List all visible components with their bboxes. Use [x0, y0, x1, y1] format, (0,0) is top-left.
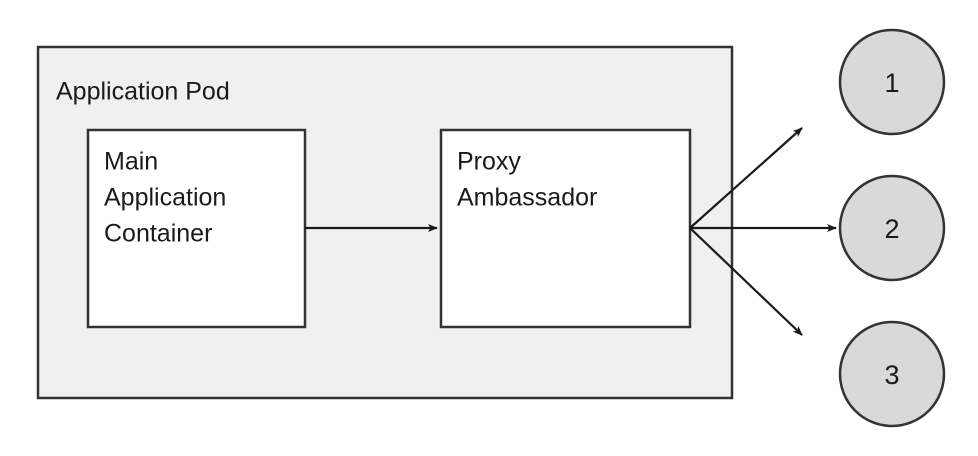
service-1-circle: [838, 28, 946, 136]
arrow-proxy-to-service-1: [689, 127, 803, 229]
arrow-proxy-to-service-3: [689, 227, 803, 336]
proxy-ambassador-rect: [439, 128, 692, 329]
application-pod-label: Application Pod: [56, 78, 230, 106]
main-application-container-line-1: Main: [104, 148, 158, 176]
service-2-label: 2: [884, 214, 899, 244]
main-application-container-rect: [86, 128, 307, 329]
main-application-container-line-3: Container: [104, 220, 212, 248]
service-3-group: 3: [838, 320, 946, 428]
proxy-ambassador-line-1: Proxy: [457, 148, 521, 176]
service-1-group: 1: [838, 28, 946, 136]
service-1-label: 1: [884, 68, 899, 98]
main-application-container-group: Main Application Container: [86, 128, 307, 329]
proxy-ambassador-line-2: Ambassador: [457, 184, 597, 212]
service-3-circle: [838, 320, 946, 428]
service-3-label: 3: [884, 360, 899, 390]
main-application-container-line-2: Application: [104, 184, 226, 212]
proxy-ambassador-group: Proxy Ambassador: [439, 128, 692, 329]
service-2-group: 2: [838, 174, 946, 282]
service-2-circle: [838, 174, 946, 282]
